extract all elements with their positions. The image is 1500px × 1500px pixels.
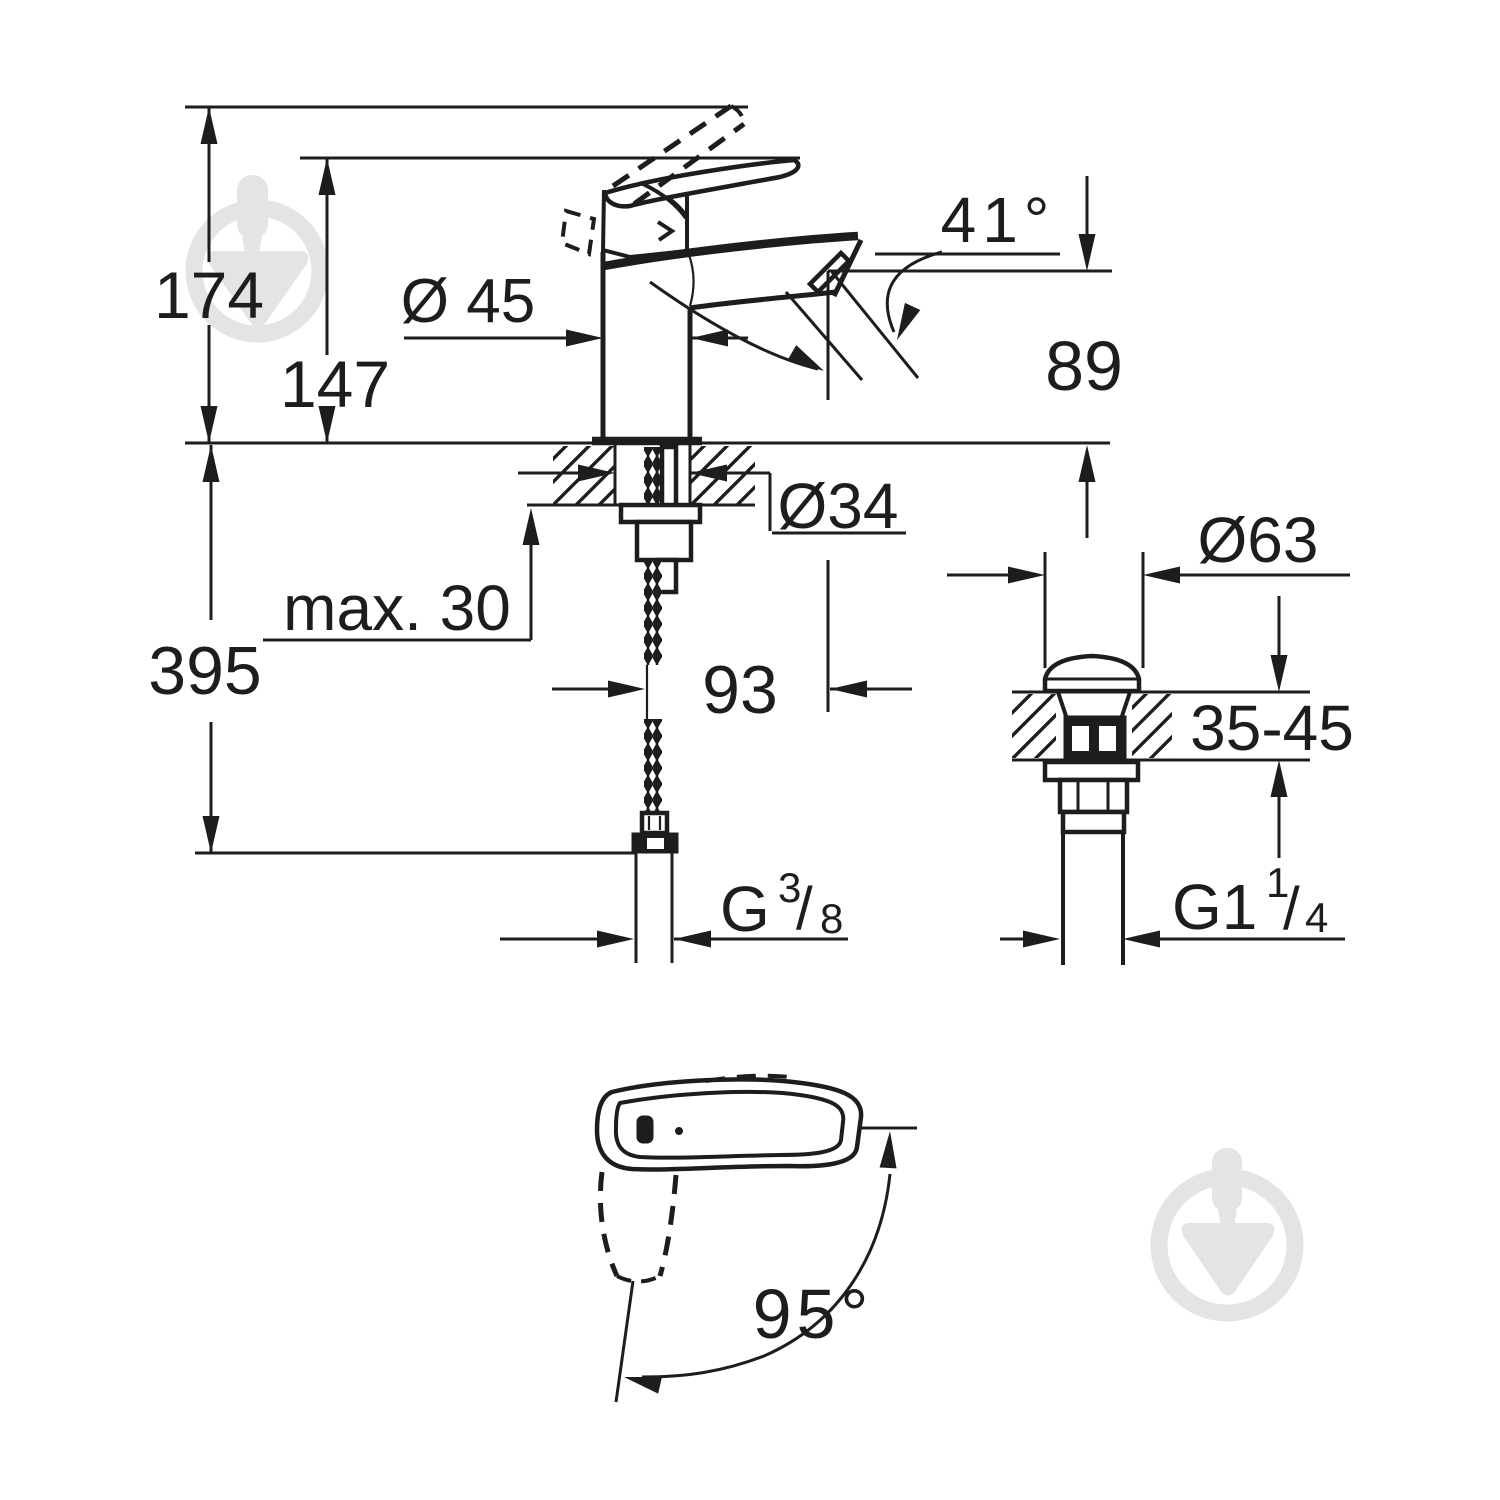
dim-outlet-height-label: 89 — [1045, 327, 1123, 405]
dim-body-diameter-label: Ø 45 — [401, 267, 535, 336]
lever-raised-top-dashed — [611, 103, 733, 189]
spout-swing-arc — [649, 280, 819, 371]
dim-hose-length-label: 395 — [148, 633, 261, 709]
trowel-handle-icon — [237, 175, 268, 239]
handle-alt-top-dashed — [705, 1073, 791, 1083]
outlet-axis-line — [830, 271, 920, 379]
drain-cap — [1042, 653, 1142, 694]
trowel-blade-icon — [1181, 1223, 1275, 1296]
drain-port-left — [1072, 726, 1089, 751]
spout-outlet-face — [831, 238, 864, 298]
handle-slot-mark — [636, 1115, 654, 1144]
trowel-blade-icon — [207, 251, 309, 328]
lever-raised-back-dashed — [559, 208, 597, 257]
angle-95-label: 95° — [753, 1275, 874, 1353]
trowel-neck-icon — [242, 237, 262, 253]
handle-dot-mark — [675, 1127, 683, 1135]
hose-connector-window — [647, 838, 664, 849]
drain-detail-view: Ø63 35-45 G1 1 / 4 — [947, 504, 1354, 965]
handle-swivel-axis — [614, 1280, 635, 1403]
outlet-axis-line-2 — [784, 291, 864, 381]
hose-end-fitting — [639, 810, 670, 836]
inlet-pipe — [634, 853, 674, 963]
dim-total-height-label: 174 — [154, 258, 264, 332]
trowel-handle-icon — [1212, 1148, 1242, 1212]
dim-hole-diameter-label: Ø34 — [778, 470, 899, 542]
hose-end-slits — [647, 816, 662, 830]
drain-neck — [1056, 691, 1132, 717]
lever-face-curve — [642, 182, 688, 220]
lever-handle — [602, 157, 801, 209]
supply-hose-braid — [644, 447, 662, 505]
lever-raised-bottom-dashed — [632, 121, 746, 207]
angle-41-arc — [885, 250, 943, 333]
dim-mounting-max-label: max. 30 — [283, 572, 511, 644]
shank-tube — [613, 445, 692, 505]
thread-g114-sub: 4 — [1305, 894, 1328, 941]
drain-hex-facets — [1076, 780, 1110, 812]
watermark-bottom-right — [1150, 1148, 1304, 1322]
mounting-nut — [634, 519, 694, 563]
drain-hex-body — [1057, 777, 1130, 815]
drain-thread-label: G1 1 / 4 — [1172, 859, 1328, 943]
handle-inner-line — [613, 1089, 846, 1160]
thread-g114-base: G1 — [1172, 871, 1257, 943]
thread-g114-slash: / — [1283, 875, 1300, 942]
spout-root-curve — [686, 251, 695, 307]
drain-port-right — [1099, 726, 1116, 751]
inlet-thread-label: G 3 / 8 — [720, 864, 843, 945]
handle-outline — [594, 1077, 864, 1172]
thread-g38-sup: 3 — [778, 864, 801, 911]
mounting-flange — [618, 502, 703, 525]
dim-drain-deck-range-label: 35-45 — [1190, 692, 1354, 764]
drain-deck-hatch-left — [1012, 694, 1056, 758]
main-side-view: 174 147 Ø 45 — [148, 103, 1123, 963]
dim-line-max30 — [263, 545, 533, 642]
angle-41-label: 41° — [941, 184, 1056, 256]
drain-deck-hatch-right — [1132, 694, 1172, 758]
dim-spout-height-label: 147 — [280, 347, 390, 421]
handle-swivel-right-dashed — [657, 1174, 679, 1277]
ext-lines-d63 — [1043, 552, 1145, 668]
spout-bottom-edge — [689, 289, 837, 311]
angle-95-arc — [641, 1173, 892, 1379]
handle-top-view: 95° — [594, 1073, 917, 1403]
handle-swivel-left-dashed — [597, 1171, 620, 1278]
lever-raised-chevron-dash — [656, 220, 676, 242]
thread-g114-sup: 1 — [1266, 859, 1289, 906]
dim-drain-flange-label: Ø63 — [1198, 504, 1319, 576]
thread-g38-slash: / — [796, 875, 813, 942]
watermark-top-left — [185, 175, 329, 343]
supply-hose-braid-low — [644, 719, 662, 815]
spout-top-edge — [603, 231, 859, 271]
drain-locknut — [1042, 759, 1141, 783]
faucet-body — [559, 103, 864, 446]
dim-spout-reach-label: 93 — [702, 652, 778, 728]
trowel-neck-icon — [1218, 1210, 1237, 1226]
thread-g38-base: G — [720, 873, 770, 945]
handle-swivel-end-dashed — [616, 1274, 661, 1284]
thread-g38-sub: 8 — [820, 895, 843, 942]
drain-tailpipe — [1061, 832, 1125, 965]
lever-raised-tip-dashed — [730, 104, 746, 125]
supply-hose-braid-mid — [644, 560, 662, 665]
drain-shoulder — [1060, 809, 1127, 835]
dim-line-d34 — [518, 471, 906, 535]
